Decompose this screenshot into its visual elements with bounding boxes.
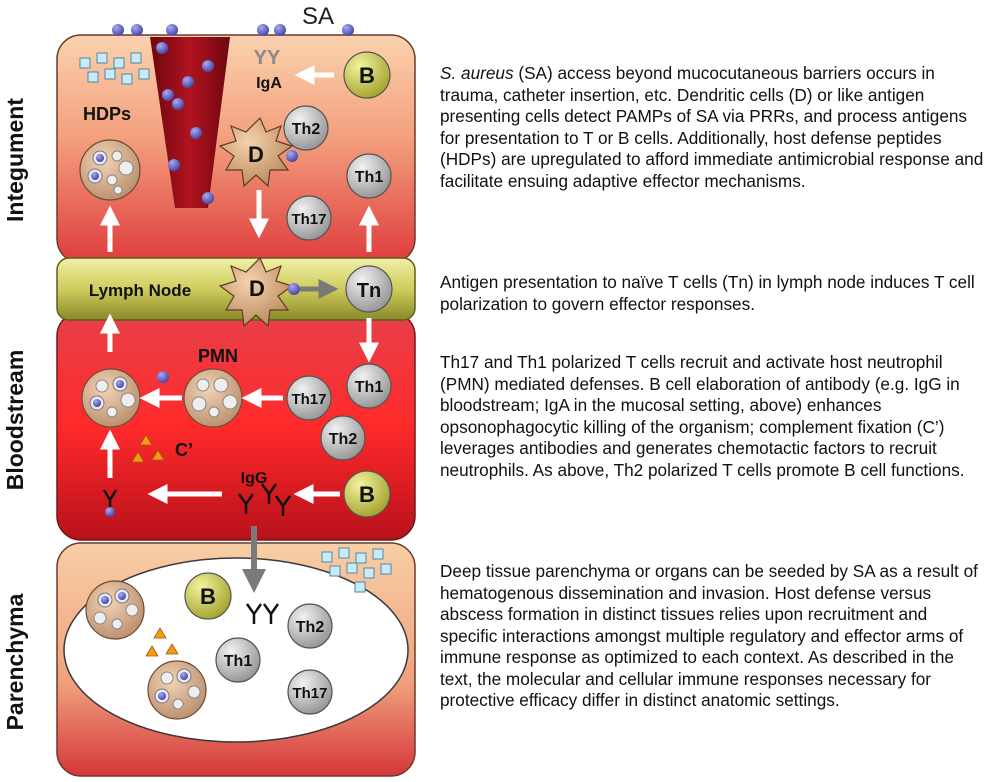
th17-cell-blood: Th17 [286,375,332,421]
dendritic-cell-lymph: D [218,256,294,328]
neutrophil-blood-left [81,368,141,428]
neutrophil-pmn [183,368,243,428]
description-parenchyma: Deep tissue parenchyma or organs can be … [440,561,978,710]
svg-text:Tn: Tn [357,280,381,302]
th2-cell-parenchyma: Th2 [287,603,333,649]
neutrophil-parenchyma-bottom [147,660,207,720]
th1-cell-integument: Th1 [346,153,392,199]
description-integument: S. aureus (SA) access beyond mucocutaneo… [440,63,985,192]
svg-text:Th1: Th1 [355,169,384,186]
svg-text:Th2: Th2 [292,121,321,138]
region-label-integument: Integument [2,98,28,222]
svg-text:D: D [248,142,264,167]
svg-text:Th17: Th17 [291,211,326,228]
th2-cell-integument: Th2 [283,105,329,151]
th2-cell-blood: Th2 [320,415,366,461]
hdps-label: HDPs [83,104,131,124]
dendritic-cell-integument: D [218,116,294,188]
igg-label: IgG [241,470,268,487]
iga-antibody-glyph: YY [254,47,281,69]
bacterium-blood [157,371,169,383]
complement-label: C’ [175,440,193,460]
description-lymph-node: Antigen presentation to naïve T cells (T… [440,272,975,314]
svg-text:Th17: Th17 [291,391,326,408]
region-label-bloodstream: Bloodstream [2,350,28,491]
description-bloodstream: Th17 and Th1 polarized T cells recruit a… [440,352,965,480]
complement-triangles-parenchyma [145,627,179,657]
b-cell-blood: B [343,470,391,518]
neutrophil-parenchyma-top [85,580,145,640]
svg-text:B: B [359,63,375,88]
b-cell-parenchyma: B [184,572,232,620]
description-integument-body: (SA) access beyond mucocutaneous barrier… [440,63,984,191]
igg-antibodies-parenchyma [245,603,280,624]
bacterium-lymph [288,283,300,295]
igg-antibodies [237,483,292,516]
region-label-parenchyma: Parenchyma [2,593,28,730]
svg-text:Th2: Th2 [329,431,358,448]
th17-cell-parenchyma: Th17 [287,669,333,715]
svg-text:B: B [359,482,375,507]
bacteria-cluster-top [112,24,354,36]
species-name: S. aureus [440,63,514,83]
hdp-squares-parenchyma [321,547,392,593]
svg-text:B: B [200,584,216,609]
pmn-label: PMN [198,346,238,366]
bacteria-in-vessel [156,42,298,204]
b-cell-integument: B [343,51,391,99]
th1-cell-parenchyma: Th1 [215,637,261,683]
th17-cell-integument: Th17 [286,195,332,241]
complement-triangles-blood [131,434,165,463]
svg-text:D: D [249,276,265,301]
svg-text:Th2: Th2 [296,619,325,636]
hdp-squares-integument [79,52,150,85]
svg-text:Th1: Th1 [355,379,384,396]
iga-label: IgA [256,75,282,92]
th1-cell-blood: Th1 [346,363,392,409]
tn-cell: Tn [345,265,393,313]
svg-text:Th1: Th1 [224,653,253,670]
sa-label: SA [302,3,334,30]
neutrophil-integument [79,139,141,201]
opsonized-bacterium [102,489,118,517]
lymph-node-label: Lymph Node [89,281,191,300]
svg-text:Th17: Th17 [292,685,327,702]
